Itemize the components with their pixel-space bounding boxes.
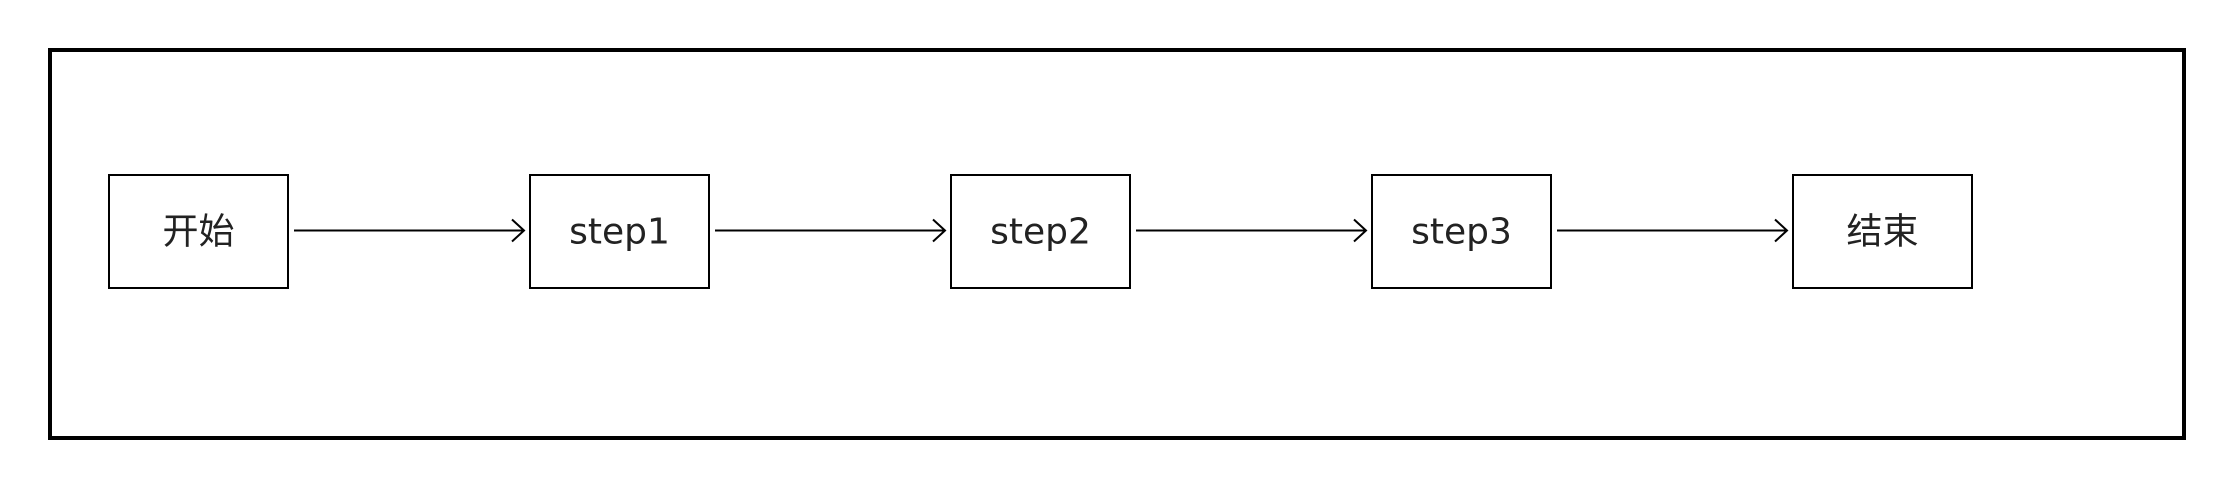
arrowhead-icon (511, 218, 526, 243)
node-label: step1 (569, 212, 670, 253)
arrowhead-icon (932, 218, 947, 243)
edges-group (294, 218, 1789, 243)
node-step1: step1 (529, 174, 710, 289)
node-end: 结束 (1792, 174, 1973, 289)
arrowhead-icon (1353, 218, 1368, 243)
node-box (950, 174, 1131, 289)
node-start: 开始 (108, 174, 289, 289)
node-box (1792, 174, 1973, 289)
edge-step2-to-step3 (1136, 218, 1368, 243)
node-label: 结束 (1846, 212, 1918, 253)
node-label: step2 (990, 212, 1091, 253)
node-step3: step3 (1371, 174, 1552, 289)
node-box (1371, 174, 1552, 289)
edge-step3-to-end (1557, 218, 1789, 243)
node-label: 开始 (162, 212, 234, 253)
node-step2: step2 (950, 174, 1131, 289)
arrowhead-icon (1774, 218, 1789, 243)
nodes-group: 开始 step1 step2 step3 结束 (108, 174, 1973, 289)
node-box (529, 174, 710, 289)
node-box (108, 174, 289, 289)
edge-start-to-step1 (294, 218, 526, 243)
node-label: step3 (1411, 212, 1512, 253)
edge-step1-to-step2 (715, 218, 947, 243)
